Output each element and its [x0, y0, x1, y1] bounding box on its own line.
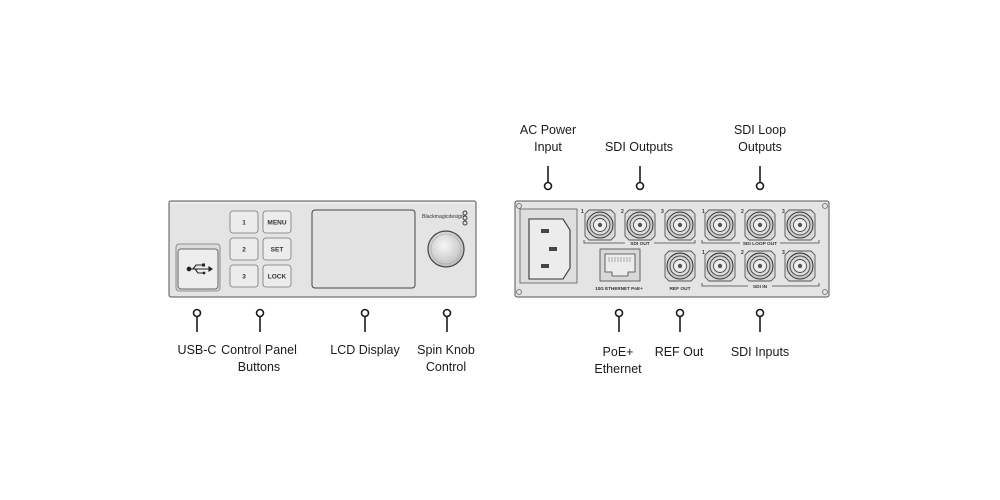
callout-line: USB-C	[177, 343, 217, 357]
sdi-in-1-connector[interactable]	[704, 250, 736, 282]
rear-callout-leaders	[543, 166, 765, 332]
callout-ac-power: AC Power Input	[520, 122, 576, 156]
lcd-display	[311, 209, 416, 289]
menu-button[interactable]: MENU	[262, 210, 292, 234]
port-number: 2	[621, 209, 624, 215]
callout-line: Input	[534, 140, 562, 154]
brand-logo: Blackmagicdesign	[422, 214, 464, 220]
ac-power-inlet[interactable]	[519, 208, 578, 284]
set-button-label: SET	[271, 247, 284, 254]
callout-poe-ethernet: PoE+ Ethernet	[594, 344, 641, 378]
sdi-out-2-connector[interactable]	[624, 209, 656, 241]
control-panel-buttons: 1 MENU 2 SET 3 LOCK	[229, 210, 292, 288]
port-number: 1	[702, 209, 705, 215]
port-number: 3	[782, 209, 785, 215]
front-panel: 1 MENU 2 SET 3 LOCK	[168, 200, 477, 298]
bnc-connectors	[584, 209, 816, 282]
button-2[interactable]: 2	[229, 237, 259, 261]
button-1[interactable]: 1	[229, 210, 259, 234]
callout-control-panel-buttons: Control Panel Buttons	[221, 342, 297, 376]
button-2-label: 2	[242, 247, 246, 254]
sdi-loop-out-2-connector[interactable]	[744, 209, 776, 241]
port-number: 1	[702, 250, 705, 256]
callout-line: SDI Loop	[733, 123, 787, 137]
ethernet-port[interactable]	[599, 248, 641, 282]
callout-line: Spin Knob	[417, 343, 475, 357]
callout-line: Ethernet	[594, 362, 642, 376]
usb-icon	[186, 263, 213, 275]
callout-line: LCD Display	[330, 343, 400, 357]
sdi-in-3-connector[interactable]	[784, 250, 816, 282]
button-3-label: 3	[242, 274, 246, 281]
menu-button-label: MENU	[267, 220, 286, 227]
button-1-label: 1	[242, 220, 246, 227]
sdi-out-1-connector[interactable]	[584, 209, 616, 241]
port-number: 1	[581, 209, 584, 215]
ref-out-connector[interactable]	[664, 250, 696, 282]
set-button[interactable]: SET	[262, 237, 292, 261]
callout-line: PoE+	[602, 345, 634, 359]
callout-lcd-display: LCD Display	[330, 342, 399, 359]
sdi-loop-out-label: SDI LOOP OUT	[743, 241, 777, 247]
spin-knob[interactable]	[427, 230, 465, 268]
group-brackets	[583, 240, 820, 287]
callout-usb-c: USB-C	[178, 342, 217, 359]
sdi-in-label: SDI IN	[753, 284, 768, 290]
lock-button[interactable]: LOCK	[262, 264, 292, 288]
callout-ref-out: REF Out	[655, 344, 704, 361]
callout-line: Control Panel	[221, 343, 297, 357]
sdi-out-label: SDI OUT	[630, 241, 650, 247]
callout-spin-knob: Spin Knob Control	[417, 342, 475, 376]
callout-sdi-loop-outputs: SDI Loop Outputs	[734, 122, 786, 156]
callout-line: SDI Inputs	[730, 345, 790, 359]
callout-line: Control	[425, 360, 467, 374]
callout-line: Buttons	[237, 360, 281, 374]
ref-out-label: REF OUT	[669, 286, 690, 292]
ethernet-label: 10G ETHERNET PoE+	[595, 286, 643, 291]
sdi-loop-out-1-connector[interactable]	[704, 209, 736, 241]
front-callout-leaders	[192, 308, 452, 332]
callout-line: SDI Outputs	[604, 140, 674, 154]
sdi-out-3-connector[interactable]	[664, 209, 696, 241]
sdi-loop-out-3-connector[interactable]	[784, 209, 816, 241]
lock-button-label: LOCK	[268, 274, 287, 281]
callout-line: AC Power	[519, 123, 577, 137]
port-numbers: 1 2 3 1 2 3 1 2 3	[581, 209, 785, 256]
button-3[interactable]: 3	[229, 264, 259, 288]
callout-sdi-outputs: SDI Outputs	[605, 139, 673, 156]
brand-mark-icon	[462, 210, 468, 226]
rear-panel: 10G ETHERNET PoE+ 1 2 3 1 2 3 1 2 3 SDI …	[514, 200, 830, 298]
port-number: 2	[741, 209, 744, 215]
callout-sdi-inputs: SDI Inputs	[731, 344, 789, 361]
port-number: 2	[741, 250, 744, 256]
callout-line: Outputs	[738, 140, 782, 154]
callout-line: REF Out	[654, 345, 704, 359]
port-number: 3	[782, 250, 785, 256]
usb-c-port[interactable]	[175, 243, 221, 292]
sdi-in-2-connector[interactable]	[744, 250, 776, 282]
port-number: 3	[661, 209, 664, 215]
